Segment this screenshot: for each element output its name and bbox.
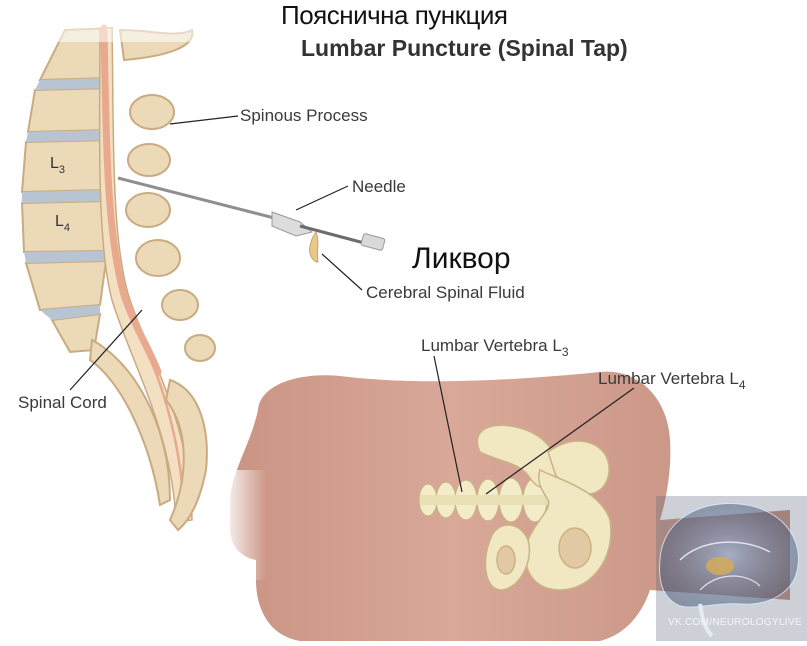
needle-leader: [295, 185, 349, 211]
csf-leader: [321, 253, 363, 291]
spinal-cord-leader: [69, 309, 143, 391]
leader-lines: [69, 115, 635, 495]
vertebra-l3-subscript: 3: [561, 345, 569, 359]
vertebral-bodies: [20, 26, 114, 354]
watermark-brain-icon: [656, 496, 807, 641]
patient-body: [226, 371, 790, 641]
vertebra-l3-prefix: Lumbar Vertebra L: [421, 336, 562, 355]
vertebra-l3-label: Lumbar Vertebra L3: [421, 336, 569, 359]
needle: [117, 176, 386, 263]
vertebra-l4-label: Lumbar Vertebra L4: [598, 369, 746, 392]
vertebra-l4-prefix: Lumbar Vertebra L: [598, 369, 739, 388]
intervertebral-discs: [22, 78, 112, 320]
vertebra-l4-subscript: 4: [738, 378, 746, 392]
l4-vertebra-label: L4: [55, 213, 70, 234]
spinous-process-label: Spinous Process: [240, 106, 368, 125]
spine-section: [20, 20, 216, 532]
csf-drop: [309, 230, 319, 263]
title-english: Lumbar Puncture (Spinal Tap): [301, 35, 628, 61]
vertebra-l4-leader: [485, 387, 635, 495]
watermark-text: VK.COM/NEUROLOGYLIVE: [668, 617, 802, 628]
csf-label: Cerebral Spinal Fluid: [366, 283, 525, 302]
likvor-label: Ликвор: [412, 242, 511, 275]
spinous-processes: [118, 28, 216, 532]
l3-vertebra-label: L3: [50, 155, 65, 176]
vertebra-l3-leader: [433, 355, 463, 493]
spinous-process-leader: [169, 115, 239, 125]
needle-label: Needle: [352, 177, 406, 196]
pelvis: [476, 424, 612, 591]
sacrum: [88, 338, 172, 507]
title-russian: Пояснична пункция: [281, 0, 508, 30]
lumbar-column: [418, 477, 550, 523]
spinal-cord-label: Spinal Cord: [18, 393, 107, 412]
